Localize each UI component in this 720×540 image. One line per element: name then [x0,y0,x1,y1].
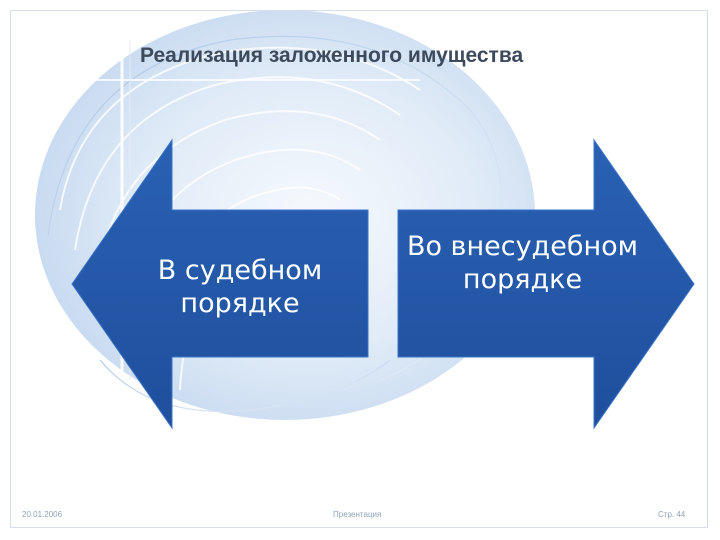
footer-date: 20.01.2006 [22,510,62,519]
footer-presentation-label: Презентация [333,510,381,519]
arrow-left-label: В судебном порядке [140,254,340,320]
arrow-right-label: Во внесудебном порядке [405,230,640,296]
footer-page-number: Стр. 44 [658,510,685,519]
